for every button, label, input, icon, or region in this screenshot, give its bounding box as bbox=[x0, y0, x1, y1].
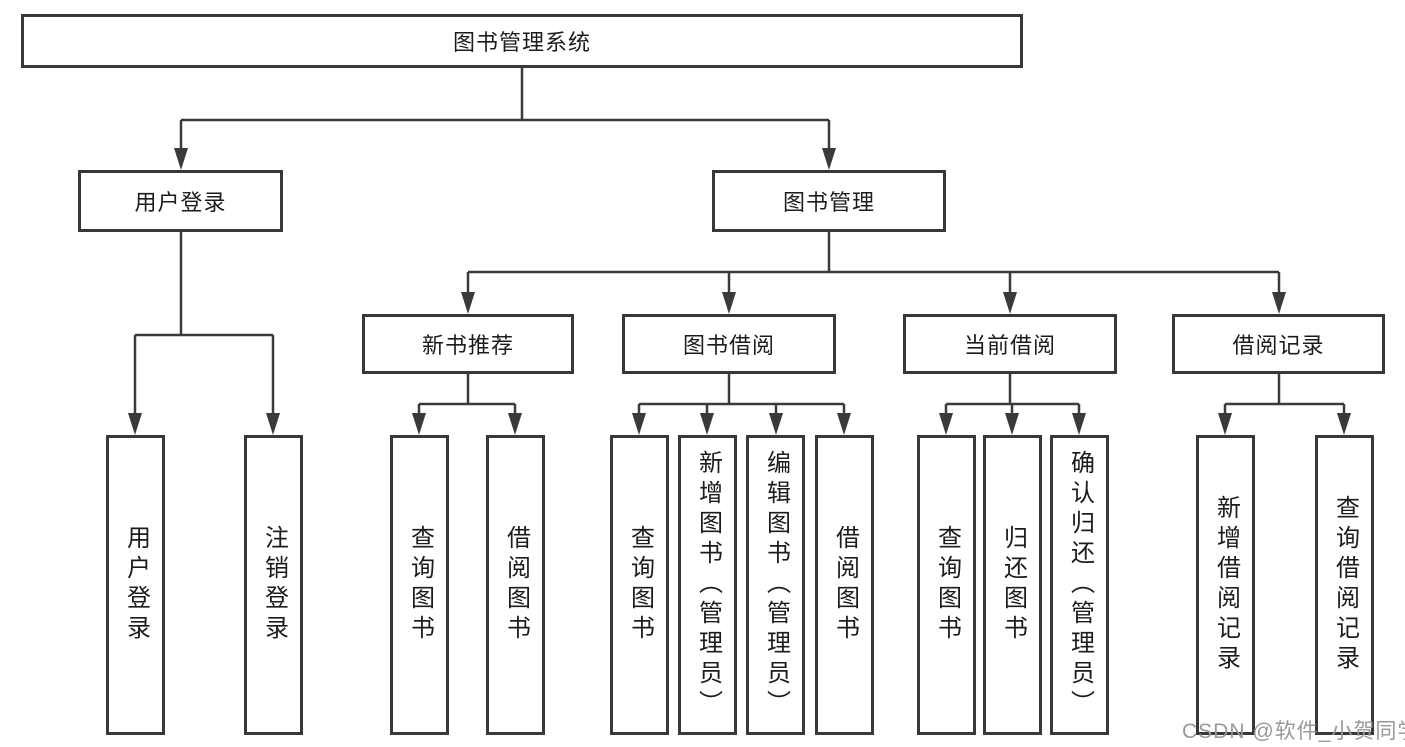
node-library-management-system: 图书管理系统 bbox=[21, 14, 1023, 68]
leaf-label: 新增图书（管理员） bbox=[694, 450, 722, 720]
leaf-query-books-current: 查询图书 bbox=[917, 435, 976, 735]
leaf-query-borrow-record: 查询借阅记录 bbox=[1315, 435, 1374, 735]
leaf-return-books: 归还图书 bbox=[983, 435, 1042, 735]
leaf-label: 借阅图书 bbox=[502, 525, 530, 645]
leaf-label: 注销登录 bbox=[260, 525, 288, 645]
leaf-user-login: 用户登录 bbox=[106, 435, 165, 735]
leaf-confirm-return-admin: 确认归还（管理员） bbox=[1050, 435, 1109, 735]
leaf-add-books-admin: 新增图书（管理员） bbox=[678, 435, 737, 735]
node-new-book-recommend: 新书推荐 bbox=[362, 314, 574, 374]
leaf-label: 查询借阅记录 bbox=[1331, 495, 1359, 675]
node-borrow-record: 借阅记录 bbox=[1172, 314, 1385, 374]
leaf-label: 查询图书 bbox=[933, 525, 961, 645]
leaf-label: 新增借阅记录 bbox=[1212, 495, 1240, 675]
leaf-label: 确认归还（管理员） bbox=[1066, 450, 1094, 720]
leaf-edit-books-admin: 编辑图书（管理员） bbox=[746, 435, 805, 735]
leaf-label: 编辑图书（管理员） bbox=[762, 450, 790, 720]
leaf-label: 借阅图书 bbox=[831, 525, 859, 645]
leaf-query-books-recommend: 查询图书 bbox=[390, 435, 449, 735]
leaf-query-books-borrow: 查询图书 bbox=[610, 435, 669, 735]
leaf-add-borrow-record: 新增借阅记录 bbox=[1196, 435, 1255, 735]
node-user-login: 用户登录 bbox=[78, 170, 283, 232]
leaf-borrow-books-borrow: 借阅图书 bbox=[815, 435, 874, 735]
node-book-management: 图书管理 bbox=[712, 170, 946, 232]
leaf-logout: 注销登录 bbox=[244, 435, 303, 735]
leaf-label: 用户登录 bbox=[122, 525, 150, 645]
leaf-label: 归还图书 bbox=[999, 525, 1027, 645]
csdn-watermark: CSDN @软件_小贺同学 bbox=[1182, 720, 1405, 743]
node-current-borrow: 当前借阅 bbox=[903, 314, 1117, 374]
leaf-label: 查询图书 bbox=[626, 525, 654, 645]
node-book-borrow: 图书借阅 bbox=[622, 314, 836, 374]
leaf-label: 查询图书 bbox=[406, 525, 434, 645]
leaf-borrow-books-recommend: 借阅图书 bbox=[486, 435, 545, 735]
